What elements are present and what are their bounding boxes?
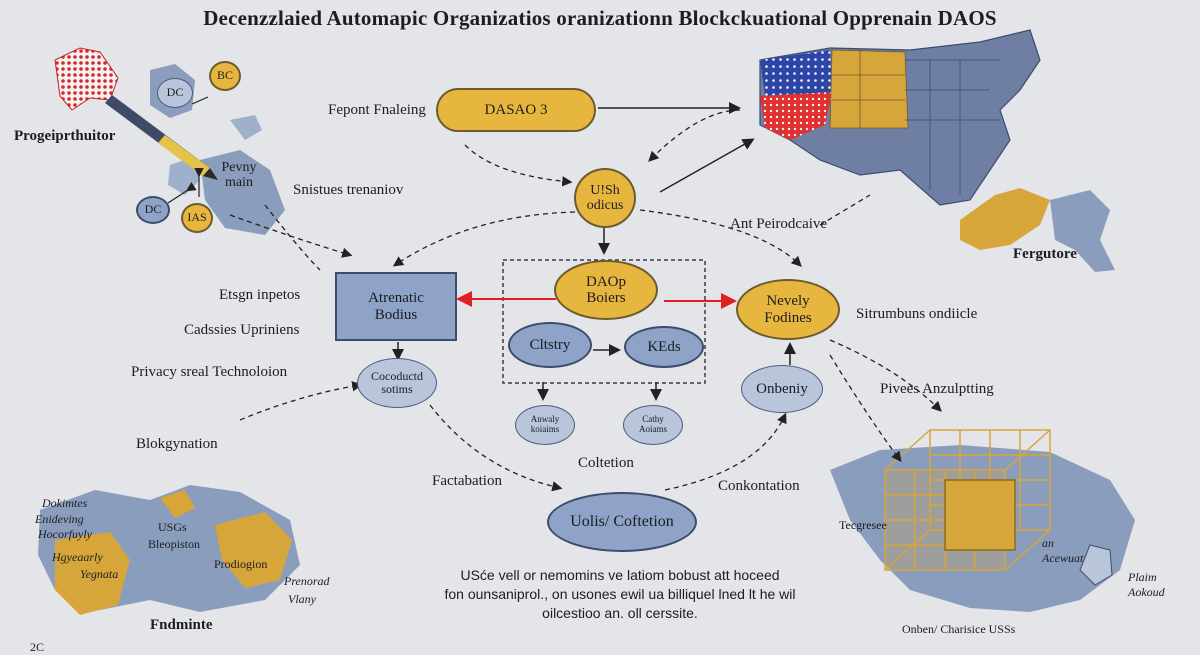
- prodiogion-label: Prodiogion: [214, 557, 268, 571]
- onben-charisice-label: Onben/ Charisice USSs: [902, 622, 1016, 636]
- fepont-label: Fepont Fnaleing: [328, 102, 426, 118]
- anwaly-node: Anwaly koiaims: [515, 405, 575, 445]
- yegnata-label: Yegnata: [80, 567, 119, 581]
- pencil-icon: [105, 95, 218, 180]
- conkontation-label: Conkontation: [718, 478, 800, 494]
- coltetion-label: Coltetion: [578, 455, 634, 471]
- footer-line-3: oilcestioo an. oll cerssite.: [542, 605, 698, 621]
- plaim-aokoud-label: Plaim Aokoud: [1128, 570, 1165, 599]
- footer-line-1: USće vell or nemomins ve latiom bobust a…: [460, 567, 780, 583]
- bleopiston-label: Bleopiston: [148, 537, 201, 551]
- fndminte-label: Fndminte: [150, 617, 213, 633]
- hgyeaarly-label: Hgyeaarly: [52, 550, 103, 564]
- ush-odicus-node: U!Sh odicus: [574, 168, 636, 228]
- enideving-label: Enideving: [35, 512, 84, 526]
- privacy-label: Privacy sreal Technoloion: [131, 364, 288, 380]
- pivees-label: Pivees Anzulptting: [880, 381, 994, 397]
- diagram-title: Decenzzlaied Automapic Organizatios oran…: [203, 6, 997, 30]
- dc-top-badge: DC: [157, 78, 193, 108]
- dc-left-badge: DC: [136, 196, 170, 224]
- dokimtes-label: Dokimtes: [42, 496, 88, 510]
- usgs-label: USGs: [158, 520, 187, 534]
- atrenatic-bodius-node: Atrenatic Bodius: [335, 272, 457, 341]
- nevely-fodines-node: Nevely Fodines: [736, 279, 840, 340]
- footer-line-2: fon ounsaniprol., on usones ewil ua bill…: [444, 586, 796, 602]
- vlany-label: Vlany: [288, 592, 316, 606]
- kebs-node: KEds: [624, 326, 704, 368]
- sitrumbuns-label: Sitrumbuns ondiicle: [856, 306, 978, 322]
- uolis-coftetion-node: Uolis/ Coftetion: [547, 492, 697, 552]
- stray-number: 2C: [30, 640, 45, 654]
- ant-periodcaive-label: Ant Peirodcaive: [730, 216, 828, 232]
- dasao-node: DASAO 3: [436, 88, 596, 132]
- onbenity-node: Onbeniy: [741, 365, 823, 413]
- usa-map-icon: [759, 29, 1041, 206]
- ias-badge: IAS: [181, 203, 213, 233]
- cube-network-icon: [884, 429, 1051, 571]
- cathly-node: Cathy Aoiams: [623, 405, 683, 445]
- progeiprthuitor-label: Progeiprthuitor: [14, 128, 116, 144]
- tecgresee-label: Tecgresee: [839, 518, 887, 532]
- fergutore-label: Fergutore: [1013, 246, 1077, 262]
- cadssies-label: Cadssies Upriniens: [184, 322, 300, 338]
- cocoductid-node: Cocoductd sotims: [357, 358, 437, 408]
- prenorad-label: Prenorad: [284, 574, 330, 588]
- blokgynation-label: Blokgynation: [136, 436, 218, 452]
- factabation-label: Factabation: [432, 473, 502, 489]
- bc-top-badge: BC: [209, 61, 241, 91]
- daop-boiers-node: DAOp Boiers: [554, 260, 658, 320]
- snistues-label: Snistues trenaniov: [293, 182, 404, 198]
- an-acewuat-label: an Acewuat: [1042, 536, 1084, 565]
- footer-paragraph: USće vell or nemomins ve latiom bobust a…: [420, 566, 820, 623]
- pevny-main-label: Pevny main: [221, 159, 257, 190]
- hocorfuyly-label: Hocorfuyly: [38, 527, 92, 541]
- cltstry-node: Cltstry: [508, 322, 592, 368]
- esign-label: Etsgn inpetos: [219, 287, 301, 303]
